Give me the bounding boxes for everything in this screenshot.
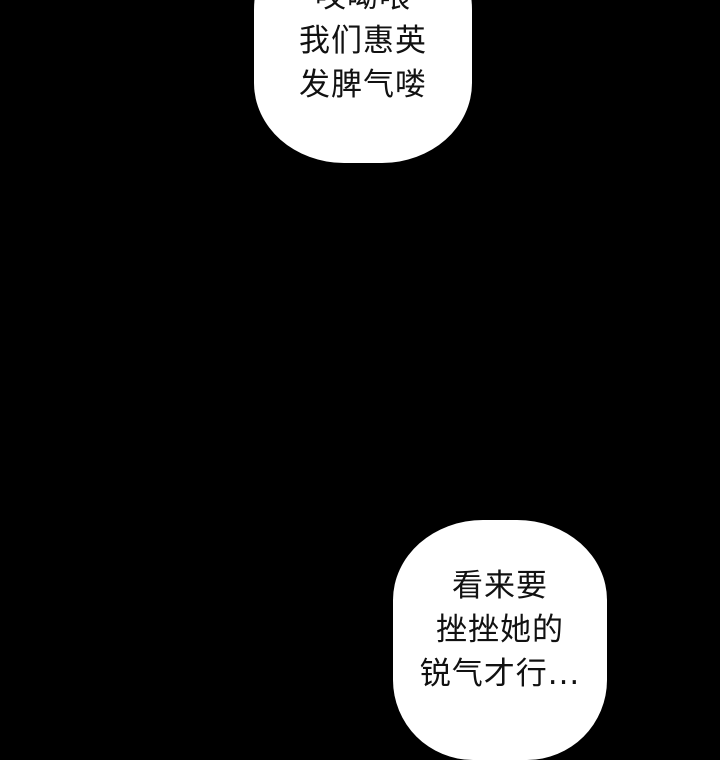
- bubble-text-line: 挫挫她的: [436, 612, 564, 648]
- bubble-text-line: 哎呦喂: [254, 0, 472, 19]
- bubble-text-line: 看来要: [452, 568, 548, 604]
- bubble-text-line: 发脾气喽: [299, 67, 427, 103]
- bubble-text-line: 锐气才行...: [419, 656, 581, 692]
- bubble-text-line: 我们惠英: [299, 23, 427, 59]
- speech-bubble-bottom: 看来要 挫挫她的 锐气才行...: [393, 520, 607, 760]
- speech-bubble-top: 哎呦喂 我们惠英 发脾气喽: [254, 0, 472, 163]
